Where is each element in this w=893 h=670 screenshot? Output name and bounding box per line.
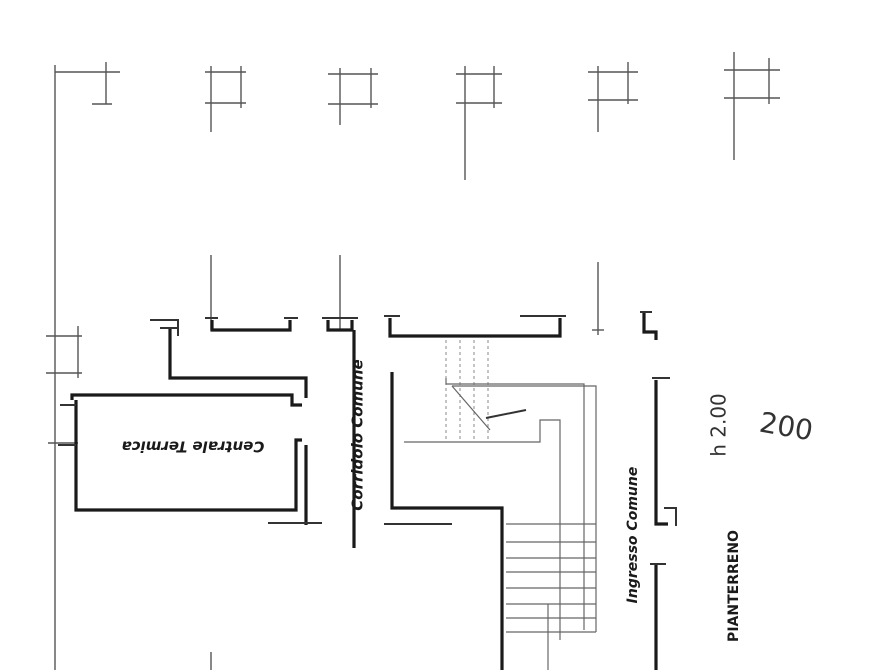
left-column-marks: [46, 326, 82, 444]
column-grid-marks: [54, 52, 780, 670]
centrale-termica-label: Centrale Termica: [122, 438, 265, 456]
centrale-termica-room: [58, 317, 322, 525]
height-value: 200: [757, 406, 815, 448]
ingresso-comune-label: Ingresso Comune: [625, 467, 641, 604]
ingresso-walls: [592, 311, 677, 670]
corridoio-walls: [322, 315, 566, 670]
stair-run: [404, 340, 597, 670]
room-labels: Centrale Termica Corridoio Comune Ingres…: [122, 359, 816, 642]
corridoio-comune-label: Corridoio Comune: [349, 359, 367, 510]
pianterreno-label: PIANTERRENO: [726, 530, 742, 642]
height-note: h 2.00: [707, 393, 731, 457]
